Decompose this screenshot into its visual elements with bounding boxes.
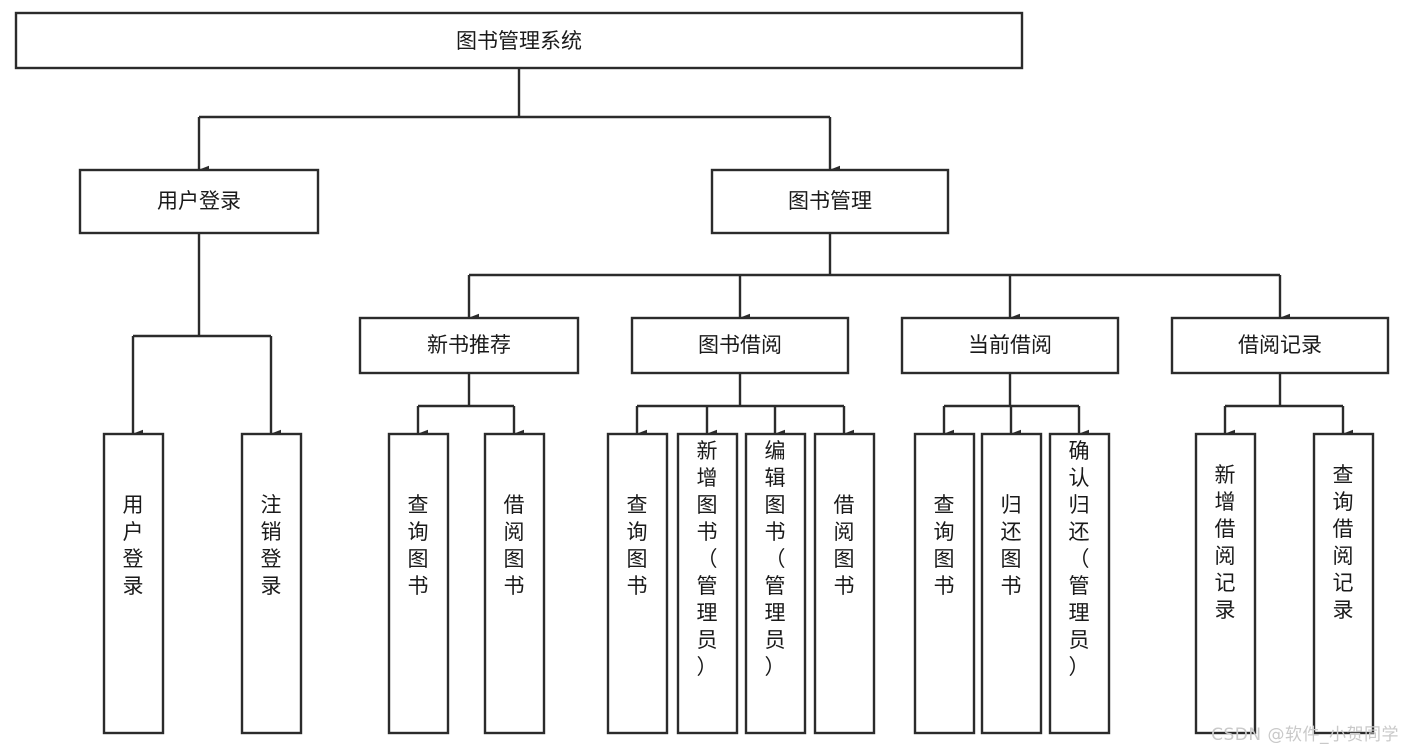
leaf-borrow-record-1[interactable]: 查询借阅记录 — [1312, 432, 1375, 735]
leaf-borrow-record-0-label: 新增借阅记录 — [1215, 463, 1236, 622]
leaf-new-book-1-label: 借阅图书 — [504, 493, 525, 598]
leaf-new-book-1[interactable]: 借阅图书 — [483, 432, 546, 735]
node-user-login[interactable]: 用户登录 — [78, 168, 320, 235]
leaf-book-borrow-3[interactable]: 借阅图书 — [813, 432, 876, 735]
node-user-login-label: 用户登录 — [157, 189, 241, 213]
node-book-manage-label: 图书管理 — [788, 189, 872, 213]
node-book-borrow-label: 图书借阅 — [698, 333, 782, 357]
leaf-user-login-1[interactable]: 注销登录 — [240, 432, 303, 735]
node-current-borrow-label: 当前借阅 — [968, 333, 1052, 357]
node-book-manage[interactable]: 图书管理 — [710, 168, 950, 235]
leaf-new-book-0-label: 查询图书 — [408, 493, 429, 598]
leaf-current-borrow-2-label: 确认归还（管理员） — [1069, 439, 1090, 679]
leaf-user-login-1-label: 注销登录 — [261, 493, 282, 598]
leaf-book-borrow-0[interactable]: 查询图书 — [606, 432, 669, 735]
leaf-current-borrow-1-label: 归还图书 — [1001, 493, 1022, 598]
node-root-label: 图书管理系统 — [456, 29, 582, 53]
leaf-current-borrow-0[interactable]: 查询图书 — [913, 432, 976, 735]
csdn-watermark: CSDN @软件_小贺同学 — [1211, 725, 1399, 745]
connector-current-borrow-to-leaves — [942, 373, 1089, 439]
leaf-borrow-record-0[interactable]: 新增借阅记录 — [1194, 432, 1257, 735]
node-new-book-recommend-label: 新书推荐 — [427, 333, 511, 357]
connector-book-borrow-to-leaves — [635, 373, 854, 439]
connector-book-manage-to-level3 — [467, 233, 1290, 323]
leaf-current-borrow-0-label: 查询图书 — [934, 493, 955, 598]
node-borrow-record[interactable]: 借阅记录 — [1170, 316, 1390, 375]
connector-root-to-level2 — [197, 68, 840, 175]
node-new-book-recommend[interactable]: 新书推荐 — [358, 316, 580, 375]
leaf-borrow-record-1-label: 查询借阅记录 — [1333, 463, 1354, 622]
leaf-book-borrow-3-label: 借阅图书 — [834, 493, 855, 598]
node-book-borrow[interactable]: 图书借阅 — [630, 316, 850, 375]
leaf-book-borrow-1[interactable]: 新增图书（管理员） — [676, 432, 739, 735]
connector-user-login-to-leaves — [131, 233, 281, 439]
leaf-current-borrow-2[interactable]: 确认归还（管理员） — [1048, 432, 1111, 735]
node-current-borrow[interactable]: 当前借阅 — [900, 316, 1120, 375]
leaf-book-borrow-0-label: 查询图书 — [627, 493, 648, 598]
leaf-book-borrow-2[interactable]: 编辑图书（管理员） — [744, 432, 807, 735]
leaf-current-borrow-1[interactable]: 归还图书 — [980, 432, 1043, 735]
leaf-book-borrow-1-label: 新增图书（管理员） — [697, 439, 718, 679]
leaf-new-book-0[interactable]: 查询图书 — [387, 432, 450, 735]
leaf-user-login-0-label: 用户登录 — [123, 493, 144, 598]
leaf-user-login-0[interactable]: 用户登录 — [102, 432, 165, 735]
connector-borrow-record-to-leaves — [1223, 373, 1353, 439]
connector-new-book-to-leaves — [416, 373, 524, 439]
node-root[interactable]: 图书管理系统 — [14, 11, 1024, 70]
node-borrow-record-label: 借阅记录 — [1238, 333, 1322, 357]
leaf-book-borrow-2-label: 编辑图书（管理员） — [765, 439, 786, 679]
